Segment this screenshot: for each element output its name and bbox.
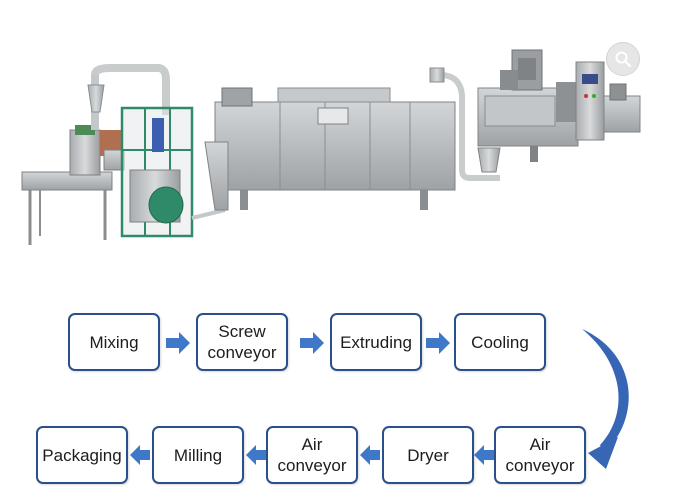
arrow-right-icon (426, 332, 450, 354)
arrow-right-icon (300, 332, 324, 354)
curved-arrow-icon (582, 329, 629, 469)
step-air-conveyor-2: Air conveyor (494, 426, 586, 484)
control-cabinet (575, 61, 605, 141)
filter-unit (120, 106, 226, 238)
zoom-button[interactable] (606, 42, 640, 76)
extruder-machine (477, 49, 579, 162)
production-line-photo (21, 49, 641, 245)
step-dryer: Dryer (382, 426, 474, 484)
step-packaging: Packaging (36, 426, 128, 484)
step-air-conveyor: Air conveyor (266, 426, 358, 484)
feeder-machine (603, 83, 641, 133)
step-mixing: Mixing (68, 313, 160, 371)
arrow-left-icon (130, 445, 150, 465)
dryer-oven (204, 87, 456, 211)
arrow-left-icon (474, 445, 494, 465)
arrow-right-icon (166, 332, 190, 354)
arrow-left-icon (360, 445, 380, 465)
magnifier-icon (614, 50, 632, 68)
arrow-left-icon (246, 445, 266, 465)
step-screw-conveyor: Screw conveyor (196, 313, 288, 371)
mixer-machine (21, 125, 125, 245)
step-milling: Milling (152, 426, 244, 484)
step-extruding: Extruding (330, 313, 422, 371)
air-conveyor-pipe (429, 67, 501, 181)
step-cooling: Cooling (454, 313, 546, 371)
cyclone-pipes (87, 64, 170, 130)
